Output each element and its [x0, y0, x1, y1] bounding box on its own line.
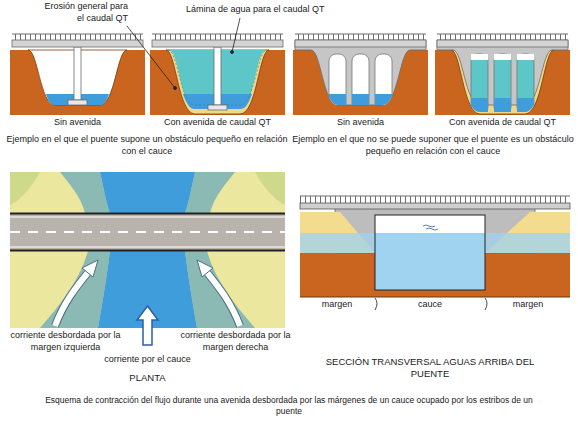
- plan-view: [10, 213, 285, 251]
- plan-view: [82, 260, 98, 277]
- bridge-section-large-flood: [517, 98, 534, 112]
- upstream-cross-section: [300, 196, 570, 203]
- leader-line: [232, 18, 240, 52]
- plan-view: [137, 306, 158, 345]
- plan-view: [185, 251, 255, 328]
- panel-label: Sin avenida: [10, 117, 145, 129]
- leader-line: [127, 18, 240, 90]
- bridge-section-small-flood: [214, 47, 221, 105]
- zone-label: margen: [486, 299, 570, 311]
- panel-label: Con avenida de caudal QT: [150, 117, 285, 129]
- bridge-section-large-flood: [494, 98, 511, 112]
- bridge-section-small: [10, 34, 145, 115]
- bridge-section-small: [12, 34, 143, 47]
- plan-view: [10, 231, 285, 233]
- bridge-section-small: [74, 47, 81, 100]
- bridge-section-large: [295, 34, 426, 47]
- plan-view: [10, 213, 285, 215]
- upstream-cross-section: [300, 203, 570, 209]
- flow-label: corriente desbordada por la margen izqui…: [8, 330, 123, 353]
- bridge-section-large-flood: [437, 34, 568, 47]
- bridge-section-large: [352, 94, 369, 106]
- bridge-section-large-flood: [494, 54, 511, 60]
- leader-line: [127, 26, 175, 88]
- bridge-section-large: [375, 94, 392, 106]
- bridge-section-large-flood: [435, 50, 570, 115]
- example-caption: Ejemplo en el que no se puede suponer qu…: [292, 134, 574, 157]
- flow-label: corriente por el cauce: [95, 354, 200, 366]
- plan-view: [205, 270, 240, 326]
- flow-label: corriente desbordada por la margen derec…: [178, 330, 293, 353]
- plan-view: [10, 250, 285, 252]
- bridge-section-small-flood: [208, 105, 227, 110]
- callout-label: Erosión general para el caudal QT: [40, 1, 128, 24]
- plan-view: [40, 251, 110, 328]
- plan-view: [10, 216, 285, 217]
- upstream-cross-section: [375, 298, 487, 310]
- bridge-section-large-flood: [471, 54, 534, 114]
- bridge-section-large-flood: [517, 54, 534, 114]
- zone-label: margen: [300, 299, 374, 311]
- upstream-cross-section: [375, 215, 485, 290]
- bridge-section-large: [329, 94, 346, 106]
- bridge-section-large: [293, 34, 428, 115]
- bridge-section-large-flood: [435, 34, 570, 115]
- view-title: SECCIÓN TRANSVERSAL AGUAS ARRIBA DEL PUE…: [325, 356, 535, 381]
- figure-caption: Esquema de contracción del flujo durante…: [40, 395, 538, 417]
- plan-view: [255, 172, 285, 205]
- bridge-section-large: [375, 54, 392, 110]
- upstream-cross-section: [300, 196, 570, 310]
- zone-label: cauce: [380, 299, 480, 311]
- upstream-cross-section: [300, 297, 570, 298]
- bridge-section-large: [329, 54, 392, 110]
- upstream-cross-section: [300, 196, 570, 197]
- upstream-cross-section: [423, 225, 438, 230]
- panel-label: Sin avenida: [293, 117, 428, 129]
- plan-view: [10, 172, 40, 205]
- bridge-section-large-flood: [471, 54, 488, 114]
- callout-label: Lámina de agua para el caudal QT: [186, 4, 356, 16]
- bridge-section-large-flood: [471, 98, 488, 112]
- view-title: PLANTA: [95, 372, 200, 384]
- plan-view: [10, 172, 285, 328]
- bridge-section-small-flood: [152, 34, 283, 47]
- bridge-section-small: [68, 100, 87, 105]
- plan-view: [197, 260, 213, 277]
- example-caption: Ejemplo en el que el puente supone un ob…: [6, 134, 288, 157]
- bridge-section-large-flood: [494, 54, 511, 114]
- bridge-section-large-flood: [471, 54, 488, 60]
- leader-line: [231, 51, 234, 54]
- leader-line: [174, 87, 177, 90]
- panel-label: Con avenida de caudal QT: [435, 117, 570, 129]
- upstream-cross-section: [375, 233, 485, 290]
- plan-view: [10, 172, 285, 345]
- plan-view: [10, 246, 285, 247]
- plan-view: [100, 172, 195, 213]
- plan-view: [55, 270, 90, 326]
- bridge-section-large: [329, 54, 346, 110]
- plan-view: [205, 270, 240, 326]
- bridge-section-large-flood: [517, 54, 534, 60]
- bridge-section-large: [352, 54, 369, 110]
- bridge-section-small-flood: [150, 34, 285, 115]
- upstream-cross-section: [375, 215, 485, 290]
- plan-view: [55, 270, 90, 326]
